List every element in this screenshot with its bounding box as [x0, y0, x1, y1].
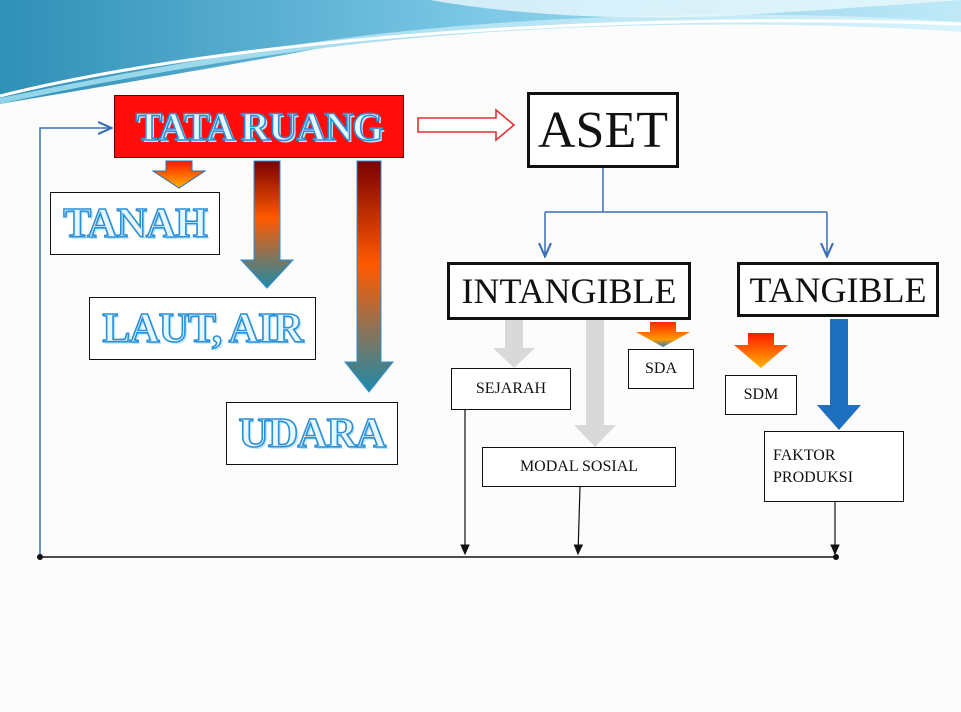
drop-lines — [460, 410, 840, 556]
sda-box: SDA — [628, 349, 694, 389]
feedback-loop — [39, 128, 110, 557]
hollow-arrow-right — [417, 108, 516, 142]
sejarah-label: SEJARAH — [475, 380, 547, 398]
aset-box: ASET — [527, 92, 679, 168]
laut-air-label: LAUT, AIR — [102, 305, 305, 353]
arrow-to-modal-sosial — [574, 319, 616, 447]
tangible-label: TANGIBLE — [749, 269, 927, 310]
produksi-label: PRODUKSI — [773, 468, 854, 486]
arrow-to-laut-air — [239, 160, 295, 289]
arrow-to-faktor-produksi — [817, 319, 861, 430]
aset-connector — [545, 168, 827, 255]
tangible-box: TANGIBLE — [737, 262, 939, 317]
sda-label: SDA — [644, 360, 677, 378]
arrow-to-sejarah — [493, 319, 535, 368]
tata-ruang-label: TATA RUANG — [135, 103, 384, 150]
header-wave — [0, 0, 961, 104]
tanah-box: TANAH — [50, 192, 220, 255]
bottom-line — [37, 554, 839, 560]
faktor-produksi-box: FAKTOR PRODUKSI — [764, 431, 904, 502]
aset-label: ASET — [538, 101, 668, 159]
arrow-to-sdm — [734, 333, 788, 368]
tanah-label: TANAH — [62, 200, 208, 248]
udara-box: UDARA — [226, 402, 398, 465]
modal-sosial-label: MODAL SOSIAL — [519, 458, 639, 476]
faktor-label: FAKTOR — [773, 446, 836, 464]
modal-sosial-box: MODAL SOSIAL — [482, 447, 676, 487]
sejarah-box: SEJARAH — [451, 368, 571, 410]
laut-air-box: LAUT, AIR — [89, 297, 316, 360]
sdm-label: SDM — [743, 386, 779, 404]
arrow-to-sda — [636, 322, 690, 347]
arrow-to-tanah — [151, 160, 207, 189]
arrow-to-udara — [343, 160, 395, 393]
sdm-box: SDM — [725, 375, 797, 415]
tata-ruang-box: TATA RUANG — [114, 95, 404, 158]
udara-label: UDARA — [238, 410, 387, 458]
intangible-box: INTANGIBLE — [447, 262, 691, 320]
intangible-label: INTANGIBLE — [461, 271, 677, 311]
